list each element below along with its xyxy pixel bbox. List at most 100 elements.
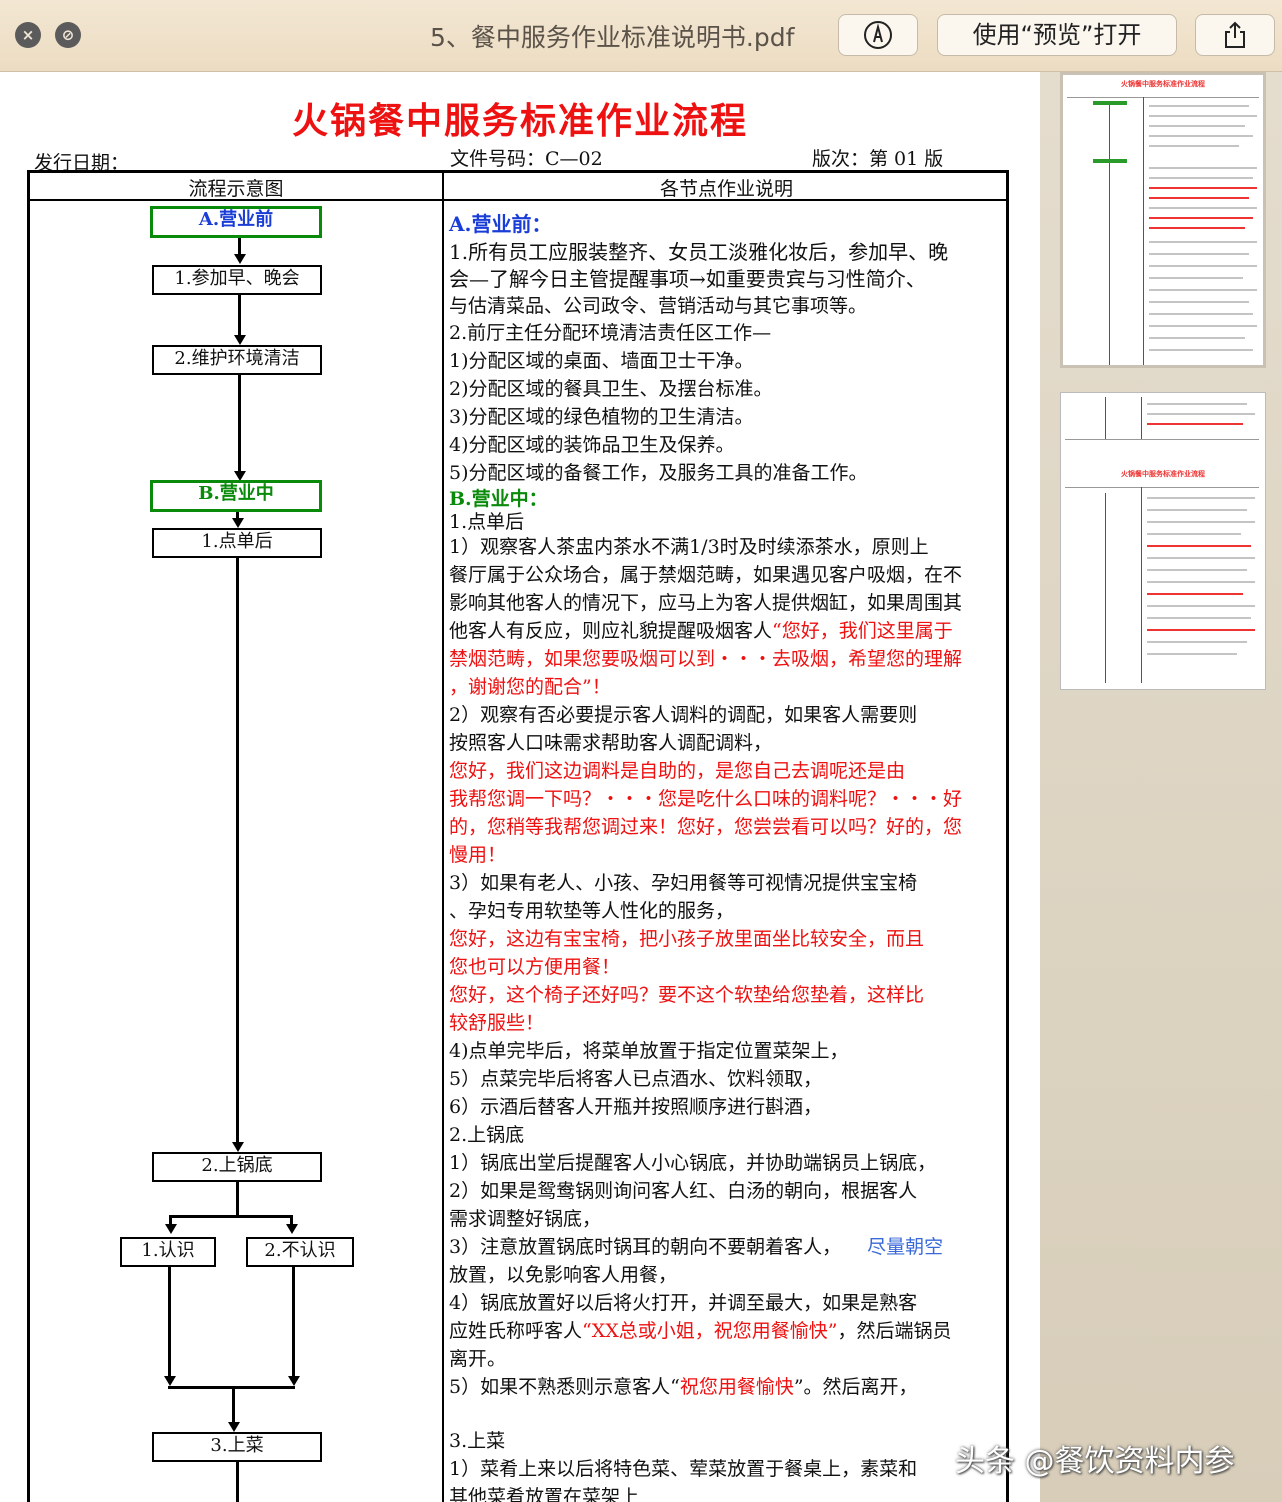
desc-line: 餐厅属于公众场合，属于禁烟范畴，如果遇见客户吸烟，在不 — [449, 564, 963, 586]
desc-text: 5）如果不熟悉则示意客人“ — [449, 1376, 680, 1398]
thumb-text — [1147, 509, 1247, 511]
process-table — [27, 170, 1009, 1502]
node-descriptions: A.营业前： 1.所有员工应服装整齐、女员工淡雅化妆后，参加早、晚 会—了解今日… — [449, 210, 994, 1502]
thumb-text — [1149, 337, 1245, 339]
flow-arrow — [234, 254, 246, 264]
desc-script-line: 禁烟范畴，如果您要吸烟可以到・・・去吸烟，希望您的理解 — [449, 648, 963, 670]
desc-line: 5）点菜完毕后将客人已点酒水、饮料领取， — [449, 1068, 823, 1090]
desc-line: 4)点单完毕后，将菜单放置于指定位置菜架上， — [449, 1040, 849, 1062]
desc-line: 离开。 — [449, 1348, 507, 1370]
thumb-text — [1147, 403, 1247, 405]
flow-node-serve-dishes: 3.上菜 — [152, 1432, 322, 1462]
column-header-description: 各节点作业说明 — [659, 178, 793, 200]
flow-connector — [238, 375, 241, 471]
desc-script-text: “您好，我们这里属于 — [772, 620, 953, 642]
desc-line: 需求调整好锅底， — [449, 1208, 602, 1230]
flow-node-serve-pot: 2.上锅底 — [152, 1152, 322, 1182]
flow-node-unknown-guest: 2.不认识 — [246, 1237, 354, 1267]
thumb-text — [1147, 617, 1251, 619]
thumb-text — [1149, 207, 1257, 209]
flow-arrow — [164, 1376, 176, 1386]
thumb-text — [1149, 313, 1253, 315]
desc-line: 4)分配区域的装饰品卫生及保养。 — [449, 434, 735, 456]
thumbnail-title: 火锅餐中服务标准作业流程 — [1121, 469, 1205, 478]
flow-node-after-order: 1.点单后 — [152, 528, 322, 558]
desc-script-text: “XX总或小姐，祝您用餐愉快” — [582, 1320, 838, 1342]
thumb-text — [1149, 105, 1249, 107]
desc-line: 、孕妇专用软垫等人性化的服务， — [449, 900, 735, 922]
thumb-text — [1149, 241, 1257, 243]
flow-connector — [290, 1215, 293, 1225]
page-thumbnail-1[interactable]: 火锅餐中服务标准作业流程 — [1060, 72, 1266, 368]
document-number: 文件号码：C—02 — [450, 148, 603, 170]
desc-script-line: 您好，这边有宝宝椅，把小孩子放里面坐比较安全，而且 — [449, 928, 925, 950]
flow-arrow — [232, 518, 244, 528]
desc-section-b: B.营业中： — [449, 488, 548, 510]
minimize-icon[interactable]: ⊘ — [55, 22, 81, 48]
column-header-flow: 流程示意图 — [188, 178, 284, 200]
flow-connector — [292, 1267, 295, 1377]
flow-connector — [236, 512, 239, 520]
thumb-rule — [1105, 493, 1106, 683]
open-with-preview-button[interactable]: 使用“预览”打开 — [937, 14, 1177, 56]
close-icon[interactable]: × — [15, 22, 41, 48]
flow-connector — [236, 558, 239, 1142]
desc-script-line: 慢用！ — [449, 844, 507, 866]
desc-line: 1.点单后 — [449, 511, 525, 533]
thumb-text — [1147, 521, 1255, 523]
document-page[interactable]: 火锅餐中服务标准作业流程 发行日期： 文件号码：C—02 版次：第 01 版 流… — [0, 72, 1040, 1502]
thumb-rule — [1065, 487, 1259, 488]
thumb-rule — [1067, 97, 1259, 98]
thumb-text — [1149, 125, 1245, 127]
thumb-text — [1147, 497, 1255, 499]
flow-connector — [236, 1182, 239, 1216]
flow-arrow — [288, 1376, 300, 1386]
flow-section-a: A.营业前 — [150, 206, 322, 238]
thumb-text — [1147, 641, 1247, 643]
desc-text: ，然后端锅员 — [837, 1320, 952, 1342]
desc-line: 1）锅底出堂后提醒客人小心锅底，并协助端锅员上锅底， — [449, 1152, 937, 1174]
thumb-text — [1147, 593, 1243, 595]
desc-text: 他客人有反应，则应礼貌提醒吸烟客人 — [449, 620, 773, 642]
desc-line: 1）菜肴上来以后将特色菜、荤菜放置于餐桌上，素菜和 — [449, 1458, 918, 1480]
desc-line: 2）观察有否必要提示客人调料的调配，如果客人需要则 — [449, 704, 918, 726]
flow-node-known-guest: 1.认识 — [120, 1237, 216, 1267]
desc-line: 会—了解今日主管提醒事项→如重要贵宾与习性简介、 — [449, 267, 926, 291]
flow-arrow — [232, 1142, 244, 1152]
flow-node-meeting: 1.参加早、晚会 — [152, 265, 322, 295]
desc-text: 3）注意放置锅底时锅耳的朝向不要朝着客人， — [449, 1236, 842, 1258]
thumb-text — [1147, 653, 1237, 655]
desc-line: 2.上锅底 — [449, 1124, 525, 1146]
desc-line: 1)分配区域的桌面、墙面卫士干净。 — [449, 350, 754, 372]
thumb-rule — [1141, 397, 1142, 439]
document-filename: 5、餐中服务作业标准说明书.pdf — [430, 23, 795, 52]
desc-line: 3）注意放置锅底时锅耳的朝向不要朝着客人，尽量朝空 — [449, 1233, 994, 1261]
window-titlebar: × ⊘ 5、餐中服务作业标准说明书.pdf 使用“预览”打开 — [0, 0, 1282, 72]
desc-script-line: 较舒服些！ — [449, 1012, 545, 1034]
thumb-text — [1149, 349, 1253, 351]
thumb-text — [1149, 177, 1253, 179]
desc-line: 其他菜肴放置在菜架上 — [449, 1486, 640, 1502]
document-version: 版次：第 01 版 — [812, 148, 944, 170]
desc-line: 3)分配区域的绿色植物的卫生清洁。 — [449, 406, 754, 428]
thumb-mark — [1093, 101, 1127, 105]
thumb-text — [1147, 569, 1247, 571]
thumb-text — [1147, 581, 1255, 583]
flow-arrow — [228, 1422, 240, 1432]
desc-script-line: 您好，我们这边调料是自助的，是您自己去调呢还是由 — [449, 760, 906, 782]
page-thumbnail-2[interactable]: 火锅餐中服务标准作业流程 — [1060, 392, 1266, 690]
markup-button[interactable] — [838, 14, 918, 56]
thumb-text — [1149, 277, 1243, 279]
desc-line: 2）如果是鸳鸯锅则询问客人红、白汤的朝向，根据客人 — [449, 1180, 918, 1202]
flow-arrow — [234, 471, 246, 481]
flow-connector — [238, 238, 241, 256]
markup-pen-icon — [864, 21, 892, 49]
flow-branch-line — [169, 1215, 293, 1218]
thumb-text — [1149, 115, 1257, 117]
share-button[interactable] — [1195, 14, 1275, 56]
flow-merge-line — [168, 1386, 295, 1389]
thumb-text — [1149, 217, 1253, 219]
desc-section-a: A.营业前： — [449, 212, 552, 236]
desc-line: 1）观察客人茶盅内茶水不满1/3时及时续添茶水，原则上 — [449, 536, 929, 558]
desc-line: 1.所有员工应服装整齐、女员工淡雅化妆后，参加早、晚 — [449, 240, 949, 264]
